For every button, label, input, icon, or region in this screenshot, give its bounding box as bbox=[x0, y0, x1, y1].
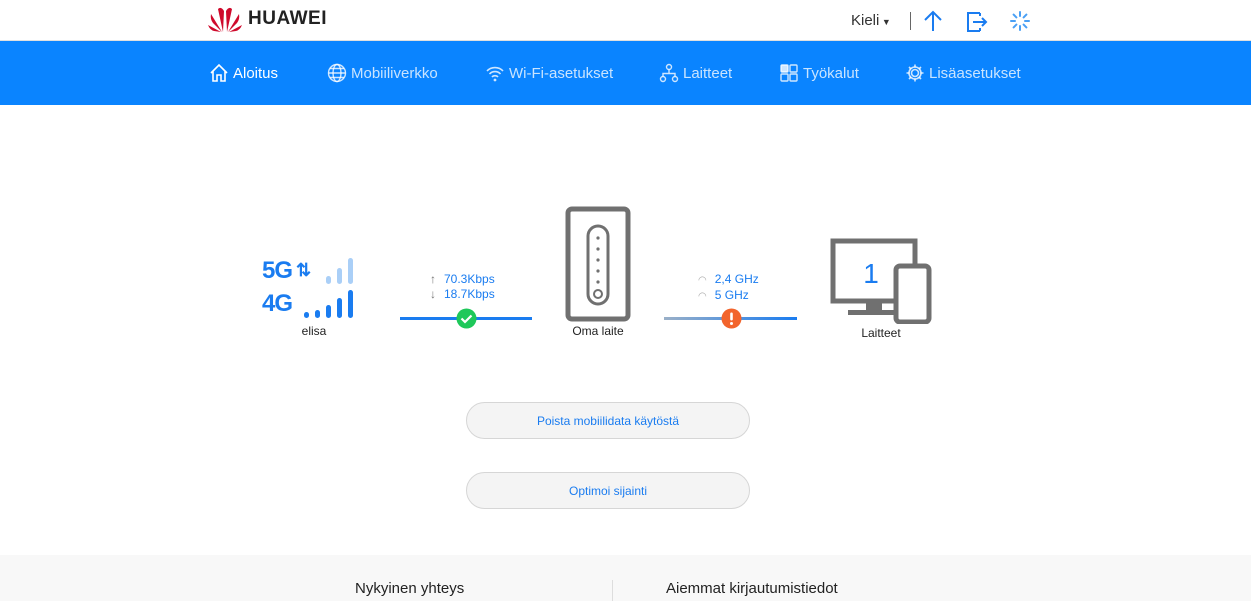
signal-indicator: 5G ⇅ 4G bbox=[262, 254, 366, 320]
language-label: Kieli bbox=[851, 12, 880, 29]
logout-icon[interactable] bbox=[966, 11, 988, 33]
nav-item-tyokalut[interactable]: Työkalut bbox=[779, 41, 859, 105]
download-rate: 18.7Kbps bbox=[444, 287, 495, 301]
signal-bars-5g-icon: ⇅ bbox=[296, 258, 354, 284]
nav-item-laitteet[interactable]: Laitteet bbox=[659, 41, 732, 105]
connected-check-icon[interactable] bbox=[456, 308, 477, 329]
disable-mobile-data-button[interactable]: Poista mobiilidata käytöstä bbox=[466, 402, 750, 439]
download-arrow-icon: ↓ bbox=[430, 287, 436, 301]
main-nav: Aloitus Mobiiliverkko Wi-Fi-asetukset La… bbox=[0, 41, 1251, 105]
nav-item-lisaasetukset[interactable]: Lisäasetukset bbox=[905, 41, 1021, 105]
nav-item-aloitus[interactable]: Aloitus bbox=[209, 41, 278, 105]
traffic-rates: ↑ 70.3Kbps ↓ 18.7Kbps bbox=[430, 272, 495, 302]
huawei-petal-icon bbox=[208, 7, 242, 32]
caret-down-icon: ▼ bbox=[879, 17, 891, 27]
home-icon bbox=[210, 63, 228, 82]
router-icon[interactable] bbox=[565, 206, 631, 322]
wifi-24-band: 2,4 GHz bbox=[714, 272, 759, 286]
huawei-logo[interactable]: HUAWEI bbox=[208, 5, 327, 33]
wifi-bands: ◠ 2,4 GHz ◠ 5 GHz bbox=[698, 272, 759, 304]
nav-label: Laitteet bbox=[683, 64, 733, 82]
globe-icon bbox=[327, 63, 347, 83]
divider bbox=[910, 12, 911, 30]
brand-name: HUAWEI bbox=[248, 8, 327, 29]
nav-label: Lisäasetukset bbox=[929, 64, 1021, 82]
signal-bars-4g-icon bbox=[304, 290, 354, 318]
top-header: HUAWEI Kieli ▼ bbox=[0, 0, 1251, 41]
nav-item-wifi[interactable]: Wi-Fi-asetukset bbox=[485, 41, 613, 105]
wifi-icon bbox=[486, 66, 504, 82]
warning-icon[interactable] bbox=[721, 308, 742, 329]
loading-spinner-icon bbox=[1010, 11, 1030, 31]
language-dropdown[interactable]: Kieli ▼ bbox=[851, 12, 891, 29]
info-panel: Nykyinen yhteys Aiemmat kirjautumistiedo… bbox=[0, 555, 1251, 601]
devices-icon[interactable] bbox=[830, 238, 932, 324]
optimize-location-button[interactable]: Optimoi sijainti bbox=[466, 472, 750, 509]
router-label: Oma laite bbox=[572, 324, 624, 338]
update-arrow-icon[interactable] bbox=[922, 10, 944, 32]
operator-name: elisa bbox=[301, 324, 327, 338]
nav-label: Mobiiliverkko bbox=[351, 64, 438, 82]
devices-count: 1 bbox=[863, 258, 879, 289]
nav-label: Wi-Fi-asetukset bbox=[509, 64, 614, 82]
nav-label: Aloitus bbox=[233, 64, 279, 82]
gear-icon bbox=[906, 64, 924, 82]
upload-rate: 70.3Kbps bbox=[444, 272, 495, 286]
network-4g-label: 4G bbox=[262, 290, 293, 317]
network-5g-label: 5G bbox=[262, 257, 293, 284]
upload-arrow-icon: ↑ bbox=[430, 272, 436, 286]
divider bbox=[612, 580, 613, 601]
nav-item-mobiiliverkko[interactable]: Mobiiliverkko bbox=[327, 41, 438, 105]
nav-label: Työkalut bbox=[803, 64, 859, 82]
grid-icon bbox=[780, 64, 798, 82]
wifi-icon: ◠ bbox=[698, 291, 707, 302]
previous-logins-heading: Aiemmat kirjautumistiedot bbox=[666, 580, 838, 597]
svg-text:⇅: ⇅ bbox=[296, 260, 311, 280]
network-icon bbox=[659, 63, 679, 83]
wifi-icon: ◠ bbox=[698, 275, 707, 286]
devices-label: Laitteet bbox=[861, 326, 901, 340]
wifi-5-band: 5 GHz bbox=[714, 288, 749, 302]
current-connection-heading: Nykyinen yhteys bbox=[355, 580, 465, 597]
